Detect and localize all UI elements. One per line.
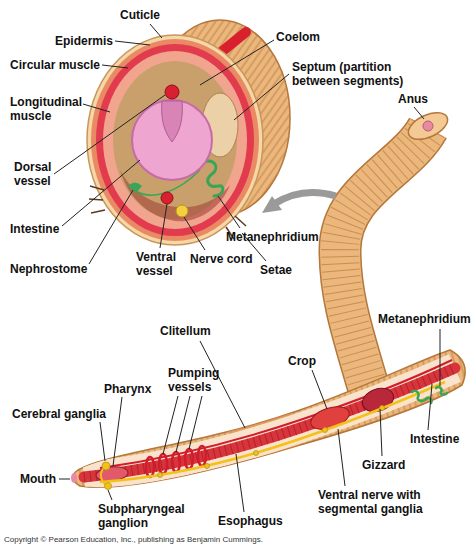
tail-end [404, 107, 451, 145]
segmental-ganglion [323, 428, 328, 433]
part-label: Mouth [20, 472, 56, 486]
leader-line [115, 41, 150, 45]
leader-lines [54, 24, 440, 512]
leader-line [189, 396, 202, 449]
segmental-ganglion [158, 473, 163, 478]
segmental-ganglion [205, 464, 210, 469]
part-label: Cuticle [120, 8, 160, 22]
part-label: Ventral vessel [136, 250, 186, 278]
coelom-cavity [113, 61, 237, 219]
leader-line [440, 329, 441, 386]
metanephridium [203, 161, 223, 196]
part-label: Subpharyngeal ganglion [98, 502, 198, 530]
part-label: Metanephridium [226, 230, 319, 244]
metanephridium [412, 391, 432, 403]
part-label: Setae [260, 263, 292, 277]
anus-opening [423, 121, 433, 131]
part-label: Anus [398, 92, 428, 106]
part-label: Pharynx [104, 382, 151, 396]
pointer-arrowhead [262, 196, 282, 213]
worm-body [340, 128, 428, 400]
leader-line [236, 454, 244, 512]
leader-line [113, 397, 122, 466]
leader-line [59, 479, 70, 480]
part-label: Clitellum [160, 324, 211, 338]
digestive-tract [84, 368, 455, 477]
circular-muscle-layer [96, 44, 254, 236]
seta [89, 199, 103, 200]
leader-line [163, 396, 178, 454]
part-label: Pumping vessels [168, 366, 228, 394]
leader-line [102, 65, 128, 68]
leader-line [218, 196, 240, 228]
leader-line [100, 422, 105, 461]
nephrostome [128, 183, 142, 194]
part-label: Circular muscle [10, 58, 100, 72]
metanephridium [436, 387, 447, 395]
part-label: Crop [288, 354, 316, 368]
leader-line [62, 160, 140, 226]
ventral-nerve [100, 382, 445, 482]
leader-line [150, 24, 162, 38]
tract-rings [84, 368, 455, 477]
leader-line [108, 490, 112, 500]
part-label: Gizzard [362, 458, 405, 472]
seta [90, 186, 104, 190]
leader-line [414, 107, 424, 119]
leader-line [160, 204, 167, 248]
part-label: Esophagus [218, 514, 283, 528]
copyright-note: Copyright © Pearson Education, Inc., pub… [4, 535, 263, 545]
seta [235, 216, 246, 226]
part-label: Metanephridium [378, 312, 471, 326]
part-label: Dorsal vessel [14, 160, 64, 188]
segmental-ganglion [254, 451, 259, 456]
leader-line [176, 396, 190, 452]
ventral-vessel [161, 192, 173, 204]
leader-line [234, 74, 289, 120]
worm-body [72, 350, 465, 487]
seta [91, 210, 105, 213]
pumping-vessel [198, 446, 206, 466]
cuticle-layer [87, 35, 263, 245]
leader-line [89, 190, 133, 264]
longitudinal-muscle-layer [103, 51, 247, 229]
worm-body [340, 128, 428, 400]
mouth-opening [71, 473, 77, 483]
part-label: Cerebral ganglia [12, 407, 106, 421]
part-label: Longitudinal muscle [10, 95, 90, 123]
epidermis-layer [91, 39, 259, 241]
part-label: Nephrostome [10, 262, 87, 276]
part-label: Coelom [276, 30, 320, 44]
part-label: Nerve cord [190, 252, 253, 266]
pointer-arrow [274, 192, 336, 204]
dorsal-vessel [165, 85, 179, 99]
leader-line [380, 409, 382, 456]
leader-line [338, 429, 345, 486]
part-label: Ventral nerve with segmental ganglia [318, 488, 458, 516]
part-label: Intestine [410, 432, 459, 446]
pumping-vessel [185, 449, 193, 469]
subpharyngeal-ganglion [105, 483, 112, 490]
part-label: Intestine [10, 222, 59, 236]
nerve-cord [176, 205, 188, 217]
pumping-vessel [159, 454, 167, 474]
pumping-vessel [172, 452, 180, 472]
leader-line [312, 370, 327, 409]
leader-line [83, 104, 110, 112]
leader-line [428, 384, 432, 430]
cerebral-ganglion [102, 462, 110, 470]
intestine [132, 100, 212, 180]
part-label: Septum (partition between segments) [292, 60, 412, 88]
dorsal-vessel [100, 360, 452, 468]
part-label: Epidermis [55, 34, 113, 48]
worm-segments [340, 128, 428, 400]
leader-line [200, 40, 274, 85]
typhlosole [162, 101, 183, 142]
pumping-vessel [146, 457, 154, 477]
leader-line [184, 217, 205, 250]
